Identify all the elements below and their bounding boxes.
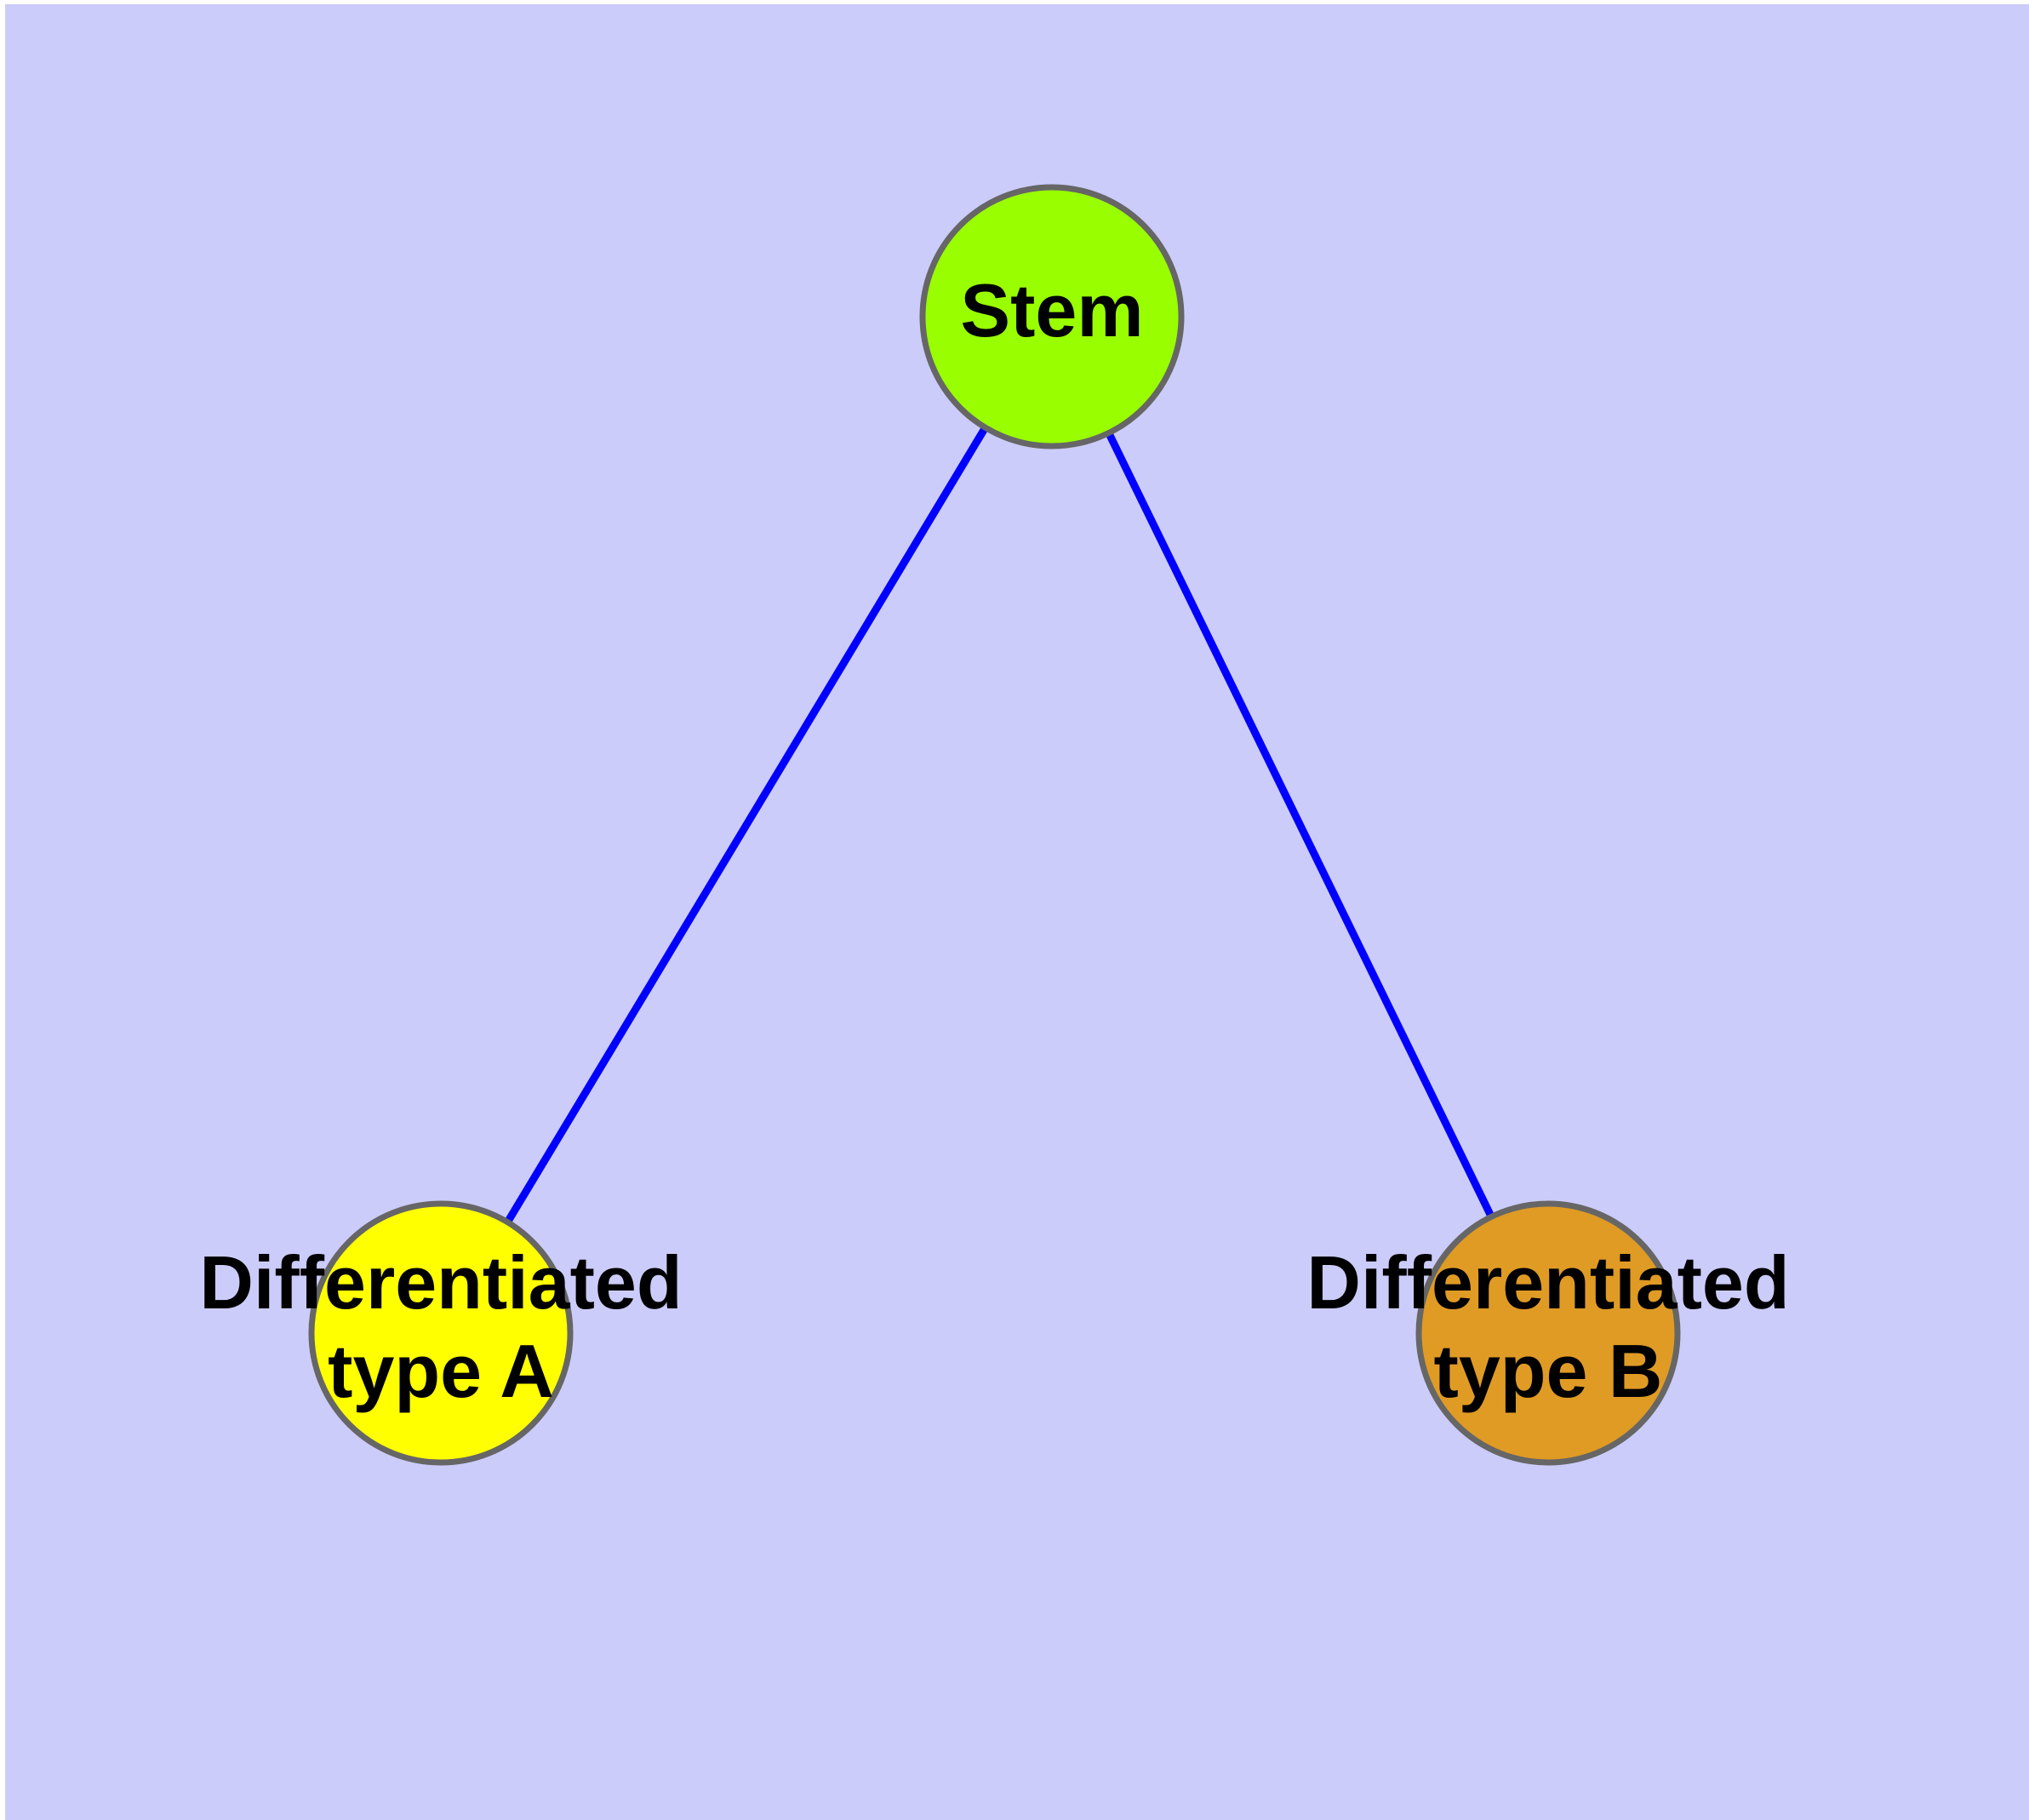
- edges-layer: [504, 425, 1495, 1225]
- node-label-line: Stem: [960, 268, 1143, 352]
- node-label-stem: Stem: [960, 268, 1143, 352]
- node-circle-stem[interactable]: [919, 184, 1185, 449]
- node-circle-diff_b[interactable]: [1415, 1200, 1681, 1466]
- node-label-line: Differentiated: [1306, 1240, 1789, 1325]
- node-label-line: type A: [328, 1329, 554, 1413]
- node-label-line: Differentiated: [199, 1240, 682, 1325]
- graph-node-stem[interactable]: [919, 184, 1185, 449]
- node-circle-diff_a[interactable]: [308, 1200, 574, 1466]
- graph-edge-stem-to-diff_a[interactable]: [504, 425, 989, 1225]
- graph-node-diff_b[interactable]: [1415, 1200, 1681, 1466]
- node-label-line: type B: [1434, 1329, 1663, 1413]
- graph-edge-stem-to-diff_b[interactable]: [1105, 431, 1495, 1219]
- graph-node-diff_a[interactable]: [308, 1200, 574, 1466]
- nodes-layer: [308, 184, 1681, 1466]
